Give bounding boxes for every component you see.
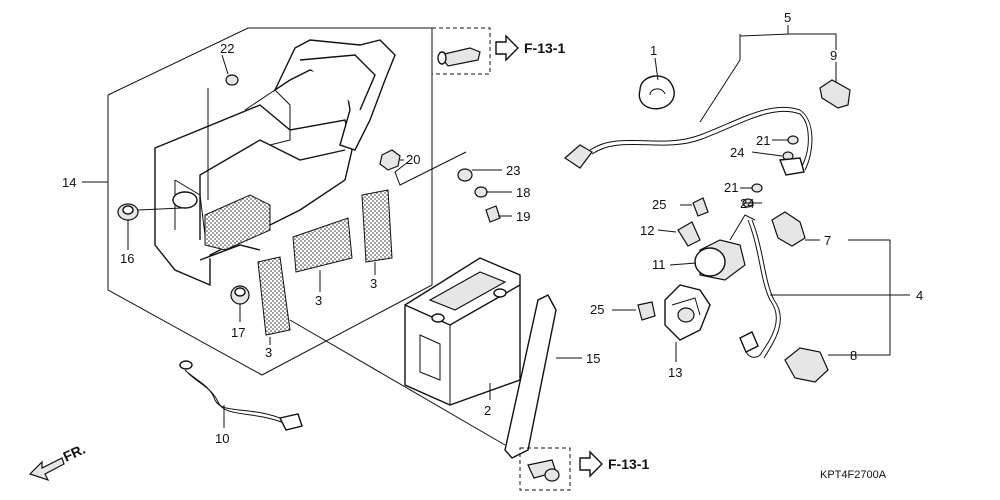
reference-top: F-13-1: [495, 34, 565, 62]
cable-clamp-1: [638, 75, 675, 110]
callout-11: 11: [652, 257, 666, 272]
drawing-code: KPT4F2700A: [820, 469, 887, 481]
callout-20: 20: [406, 152, 420, 167]
callout-labels: 1 2 3 3 3 4 5 7 8 9 10 11 12 13 14 15 16…: [62, 10, 923, 446]
washer-22: [225, 74, 239, 86]
terminal-cap-9: [819, 79, 851, 109]
reference-bottom-label: F-13-1: [608, 456, 649, 472]
callout-16: 16: [120, 251, 134, 266]
bolt-21-top: [787, 135, 799, 145]
callout-25-a: 25: [652, 197, 666, 212]
callout-3-b: 3: [315, 293, 322, 308]
nut-20: [379, 149, 401, 171]
rubber-pads: [257, 189, 393, 336]
callout-12: 12: [640, 223, 654, 238]
callout-21-a: 21: [756, 133, 770, 148]
collar-18: [474, 186, 488, 198]
callout-3-c: 3: [370, 276, 377, 291]
flange-bolt-top: [431, 27, 491, 75]
reference-arrow-top-icon: [495, 34, 519, 62]
callout-24-a: 24: [730, 145, 744, 160]
rubber-pad-c: [361, 189, 393, 263]
reference-top-label: F-13-1: [524, 40, 565, 56]
callout-24-b: 24: [740, 196, 754, 211]
callout-17: 17: [231, 325, 245, 340]
terminal-cover-8: [784, 347, 829, 383]
fuse-box-13: [664, 284, 711, 341]
callout-5: 5: [784, 10, 791, 25]
grommet-16: [117, 203, 139, 221]
negative-cable-10: [179, 360, 303, 431]
reference-arrow-bottom-icon: [579, 450, 603, 478]
callout-9: 9: [830, 48, 837, 63]
relay-bracket-12: [677, 221, 701, 247]
bolt-19: [485, 205, 501, 223]
callout-18: 18: [516, 185, 530, 200]
bolt-21-mid: [751, 183, 763, 193]
callout-23: 23: [506, 163, 520, 178]
battery-band: [504, 294, 557, 459]
battery-box: [154, 104, 353, 287]
grommet-23: [457, 168, 473, 182]
washer-24-top: [779, 151, 805, 176]
battery-holder: [244, 39, 396, 151]
rubber-pad-b: [292, 217, 353, 273]
callout-25-b: 25: [590, 302, 604, 317]
flange-bolt-bottom: [519, 447, 571, 491]
callout-3-a: 3: [265, 345, 272, 360]
callout-21-b: 21: [724, 180, 738, 195]
callout-7: 7: [824, 233, 831, 248]
terminal-cover-7: [771, 211, 806, 247]
bolt-25-bottom: [637, 301, 656, 321]
callout-13: 13: [668, 365, 682, 380]
callout-19: 19: [516, 209, 530, 224]
leader-lines: [82, 25, 910, 446]
battery-cable-5: [564, 106, 813, 171]
callout-2: 2: [484, 403, 491, 418]
starter-cable-4: [739, 219, 781, 359]
reference-bottom: F-13-1: [579, 450, 649, 478]
callout-22: 22: [220, 41, 234, 56]
callout-8: 8: [850, 348, 857, 363]
rubber-pad-a: [257, 256, 291, 336]
starter-relay-11: [694, 214, 756, 281]
battery: [404, 257, 521, 406]
callout-14: 14: [62, 175, 76, 190]
callout-15: 15: [586, 351, 600, 366]
front-arrow-icon: [28, 457, 65, 482]
callout-1: 1: [650, 43, 657, 58]
front-direction: FR.: [28, 441, 88, 482]
bolt-25-top: [692, 197, 709, 217]
battery-box-frame: [107, 27, 433, 376]
front-label: FR.: [61, 441, 88, 465]
callout-4: 4: [916, 288, 923, 303]
callout-10: 10: [215, 431, 229, 446]
grommet-17: [230, 285, 250, 305]
